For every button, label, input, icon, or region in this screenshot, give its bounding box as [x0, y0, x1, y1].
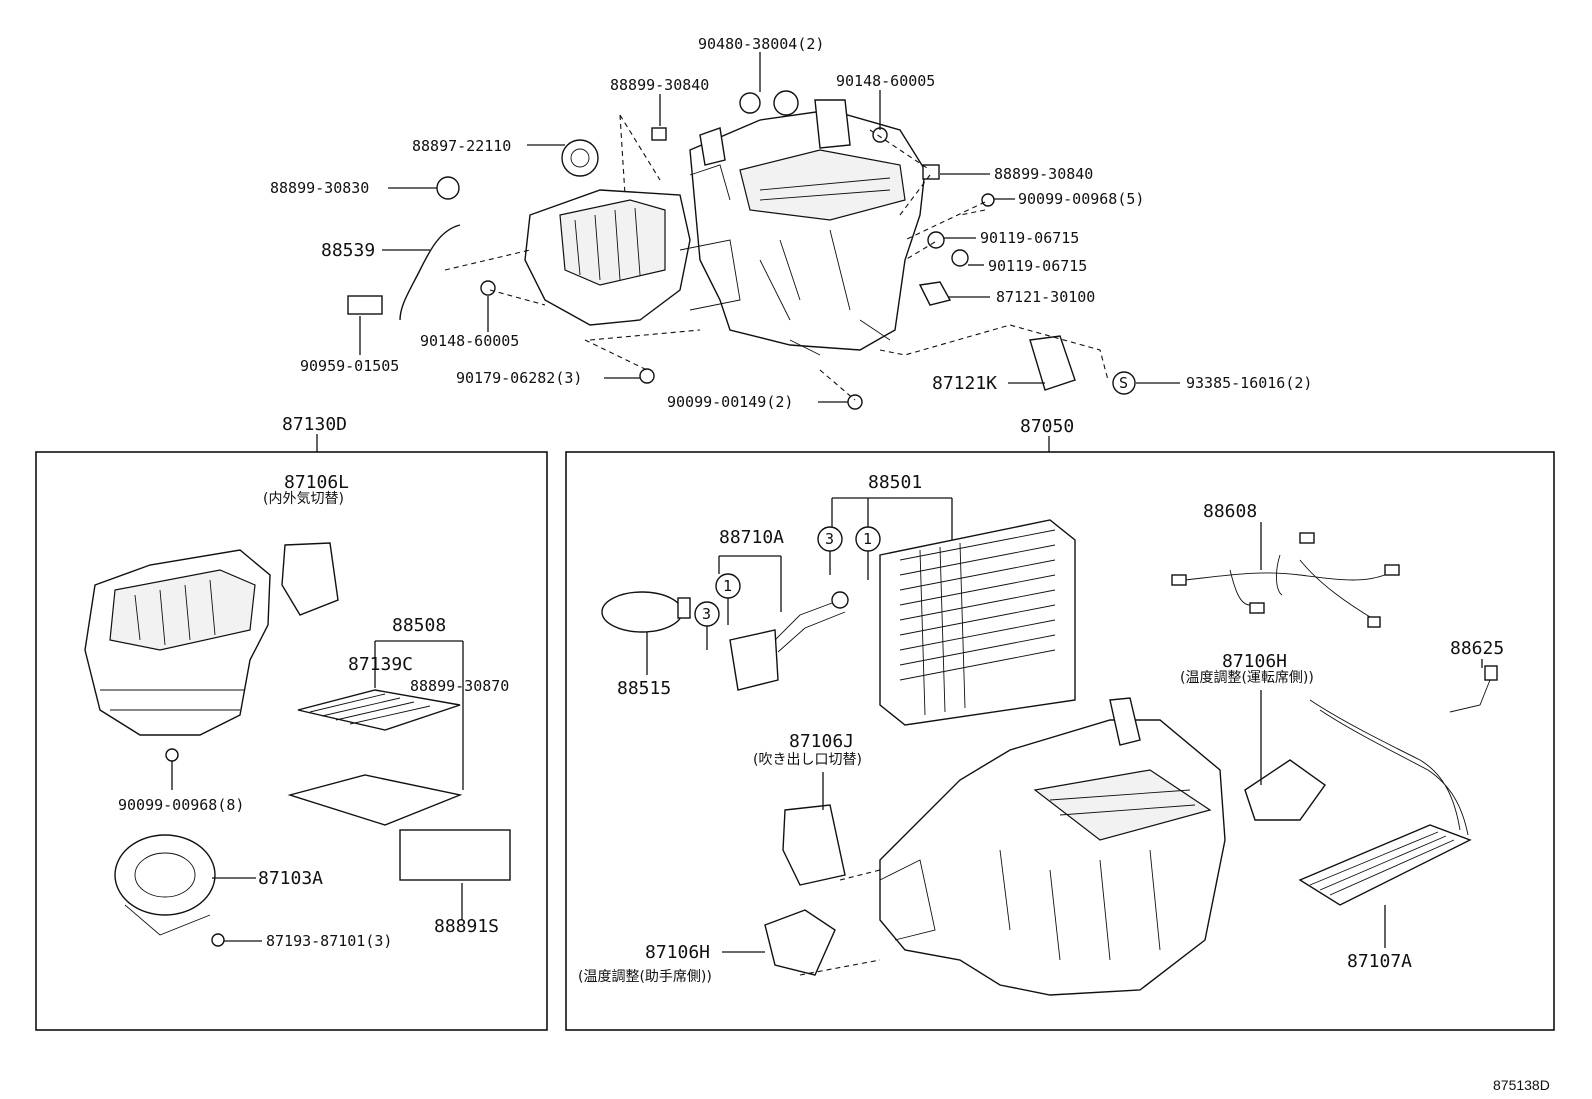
clip-88899-30840-a-icon — [651, 127, 667, 141]
label-87106H-a-note: (温度調整(運転席側)) — [1180, 670, 1314, 686]
bracket-87121-30100-icon — [918, 281, 952, 306]
grommet-88897-icon — [561, 139, 599, 177]
wire-harness-88608-icon — [1171, 532, 1400, 628]
screw-90099-00149-icon — [847, 394, 863, 410]
label-88891S: 88891S — [434, 916, 499, 937]
servo-87106L-icon — [281, 542, 339, 616]
label-88899-30830: 88899-30830 — [270, 179, 369, 197]
label-88539: 88539 — [321, 240, 375, 261]
illustration-ref-code: 875138D — [1493, 1077, 1550, 1093]
blower-housing-illustration — [524, 164, 741, 326]
bolt-90119-a-icon — [927, 231, 945, 249]
heater-unit-illustration — [689, 99, 926, 356]
label-87107A: 87107A — [1347, 951, 1412, 972]
screw-87193-icon — [211, 933, 225, 947]
label-90099-00968-8: 90099-00968(8) — [118, 796, 244, 814]
cover-88891S-icon — [399, 829, 511, 881]
label-87106H-b: 87106H — [645, 942, 710, 963]
label-90480-38004: 90480-38004(2) — [698, 35, 824, 53]
label-90099-00149: 90099-00149(2) — [667, 393, 793, 411]
grommet-90480-a-icon — [739, 92, 761, 114]
screw-90148-a-icon — [872, 127, 888, 143]
right-box-frame — [565, 451, 1555, 1031]
label-88710A: 88710A — [719, 527, 784, 548]
right-box-87050 — [565, 436, 1555, 1031]
servo-87106H-driver-icon — [1244, 759, 1326, 821]
label-88625: 88625 — [1450, 638, 1504, 659]
label-87106L: 87106L — [284, 472, 349, 493]
label-87106H-a: 87106H — [1222, 651, 1287, 672]
grommet-90480-b-icon — [773, 90, 799, 116]
label-s-symbol: S — [1119, 374, 1128, 392]
right-box-title: 87050 — [1020, 416, 1074, 437]
s-symbol-circle — [1112, 371, 1136, 395]
label-circle-3-a: 3 — [825, 530, 834, 548]
label-circle-1-a: 1 — [863, 530, 872, 548]
label-87139C: 87139C — [348, 654, 413, 675]
servo-87106J-icon — [782, 804, 846, 886]
screw-90148-b-icon — [480, 280, 496, 296]
label-88897-22110: 88897-22110 — [412, 137, 511, 155]
screw-90099-00968-8-icon — [165, 748, 179, 762]
sensor-88625-icon — [1449, 665, 1498, 713]
servo-87106H-passenger-icon — [764, 909, 836, 976]
label-88899-30870: 88899-30870 — [410, 677, 509, 695]
label-87106J-note: (吹き出し口切替) — [753, 752, 862, 768]
heater-case-illustration — [879, 697, 1226, 996]
clip-88899-30840-b-icon — [922, 164, 940, 180]
label-88899-30840-b: 88899-30840 — [994, 165, 1093, 183]
screw-90099-00968-icon — [981, 193, 995, 207]
bracket-87121K-icon — [1029, 335, 1076, 391]
blower-motor-87103A-icon — [114, 834, 216, 936]
label-87193-87101: 87193-87101(3) — [266, 932, 392, 950]
label-87103A: 87103A — [258, 868, 323, 889]
label-88608: 88608 — [1203, 501, 1257, 522]
label-90099-00968-5: 90099-00968(5) — [1018, 190, 1144, 208]
heater-core-87107A-icon — [1298, 699, 1472, 906]
label-90119-06715-a: 90119-06715 — [980, 229, 1079, 247]
label-90959-01505: 90959-01505 — [300, 357, 399, 375]
label-90179-06282: 90179-06282(3) — [456, 369, 582, 387]
label-87106H-b-note: (温度調整(助手席側)) — [578, 969, 712, 985]
bolt-90119-b-icon — [951, 249, 969, 267]
label-87121-30100: 87121-30100 — [996, 288, 1095, 306]
expansion-valve-88710A-icon — [729, 591, 849, 691]
label-87106L-note: (内外気切替) — [263, 491, 344, 507]
top-hvac-assembly — [347, 52, 1180, 410]
clip-90179-icon — [639, 368, 655, 384]
label-90148-60005-a: 90148-60005 — [836, 72, 935, 90]
label-88515: 88515 — [617, 678, 671, 699]
label-88501: 88501 — [868, 472, 922, 493]
blower-case-illustration — [84, 549, 271, 736]
filter-87139C-icon — [297, 689, 461, 731]
left-box-title: 87130D — [282, 414, 347, 435]
drain-hose-88539-icon — [399, 224, 461, 321]
label-90119-06715-b: 90119-06715 — [988, 257, 1087, 275]
left-box-87130D — [35, 434, 548, 1031]
left-box-frame — [35, 451, 548, 1031]
grommet-88899-30830-icon — [436, 176, 460, 200]
label-87106J: 87106J — [789, 731, 854, 752]
clamp-90959-icon — [347, 295, 383, 315]
label-90148-60005-b: 90148-60005 — [420, 332, 519, 350]
label-circle-1-b: 1 — [723, 577, 732, 595]
filter-tray-icon — [287, 774, 463, 826]
label-circle-3-b: 3 — [702, 605, 711, 623]
label-88899-30840-a: 88899-30840 — [610, 76, 709, 94]
label-93385-16016: 93385-16016(2) — [1186, 374, 1312, 392]
label-87121K: 87121K — [932, 373, 997, 394]
label-88508: 88508 — [392, 615, 446, 636]
evaporator-88501-icon — [879, 519, 1076, 726]
sensor-88515-icon — [601, 591, 691, 633]
